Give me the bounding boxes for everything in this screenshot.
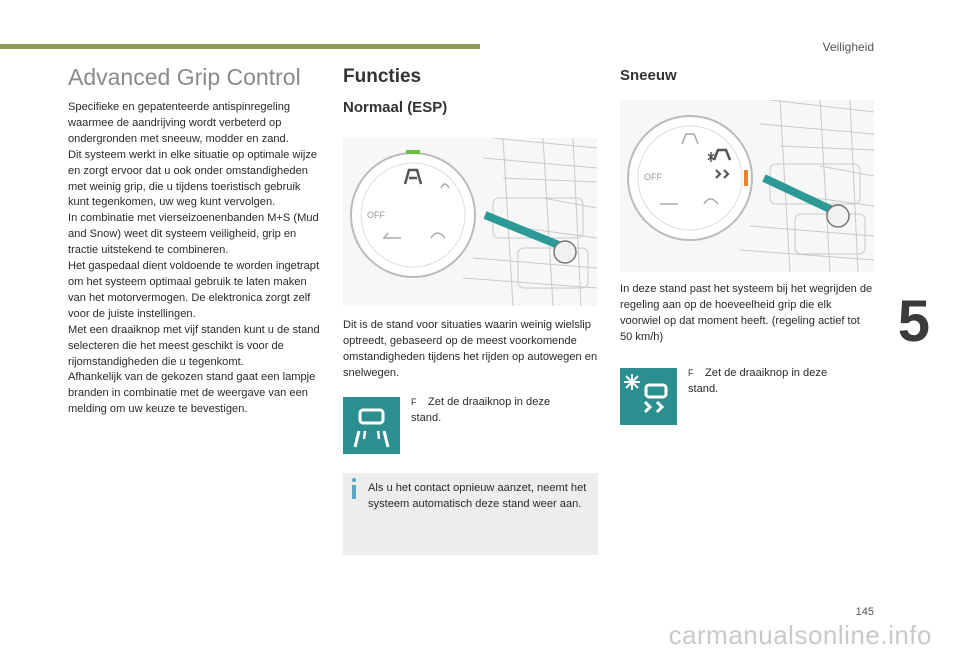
section-heading-functies: Functies bbox=[343, 66, 422, 87]
snow-mode-illustration: OFF bbox=[620, 100, 874, 272]
normaal-step-text: Zet de draaiknop in deze stand. bbox=[411, 396, 551, 424]
intro-paragraph: Dit systeem werkt in elke situatie op op… bbox=[68, 148, 318, 209]
intro-paragraph: In combinatie met vierseizoenenbanden M+… bbox=[68, 212, 319, 257]
normaal-description: Dit is de stand voor situaties waarin we… bbox=[343, 319, 598, 379]
knob-off-label: OFF bbox=[644, 172, 662, 182]
info-icon bbox=[352, 478, 356, 482]
step-marker: F bbox=[688, 368, 694, 378]
normal-mode-illustration: OFF bbox=[343, 138, 597, 306]
knob-illustration-normal: OFF bbox=[350, 138, 597, 306]
info-text: Als u het contact opnieuw aanzet, neemt … bbox=[368, 482, 587, 510]
intro-paragraph: Met een draaiknop met vijf standen kunt … bbox=[68, 323, 320, 368]
knob-off-label: OFF bbox=[367, 210, 385, 220]
watermark: carmanualsonline.info bbox=[668, 620, 932, 650]
chapter-number: 5 bbox=[897, 289, 930, 354]
page-title: Advanced Grip Control bbox=[68, 64, 301, 90]
normal-mode-icon bbox=[343, 397, 400, 454]
intro-paragraph: Specifieke en gepatenteerde antispinrege… bbox=[68, 101, 291, 145]
subheading-sneeuw: Sneeuw bbox=[620, 67, 677, 84]
intro-paragraph: Afhankelijk van de gekozen stand gaat ee… bbox=[68, 371, 316, 416]
step-marker: F bbox=[411, 397, 417, 407]
knob-illustration-snow: OFF bbox=[627, 100, 874, 272]
page-number: 145 bbox=[855, 606, 874, 618]
sneeuw-description: In deze stand past het systeem bij het w… bbox=[620, 283, 873, 343]
intro-paragraph: Het gaspedaal dient voldoende te worden … bbox=[68, 260, 320, 320]
header-accent-bar bbox=[0, 44, 480, 49]
subheading-normaal: Normaal (ESP) bbox=[343, 99, 448, 116]
intro-body: Specifieke en gepatenteerde antispinrege… bbox=[68, 100, 324, 418]
snow-mode-icon bbox=[620, 368, 677, 425]
sneeuw-step-text: Zet de draaiknop in deze stand. bbox=[688, 367, 828, 395]
section-label: Veiligheid bbox=[822, 40, 874, 54]
info-icon-bar bbox=[352, 485, 356, 499]
info-box bbox=[343, 473, 598, 555]
